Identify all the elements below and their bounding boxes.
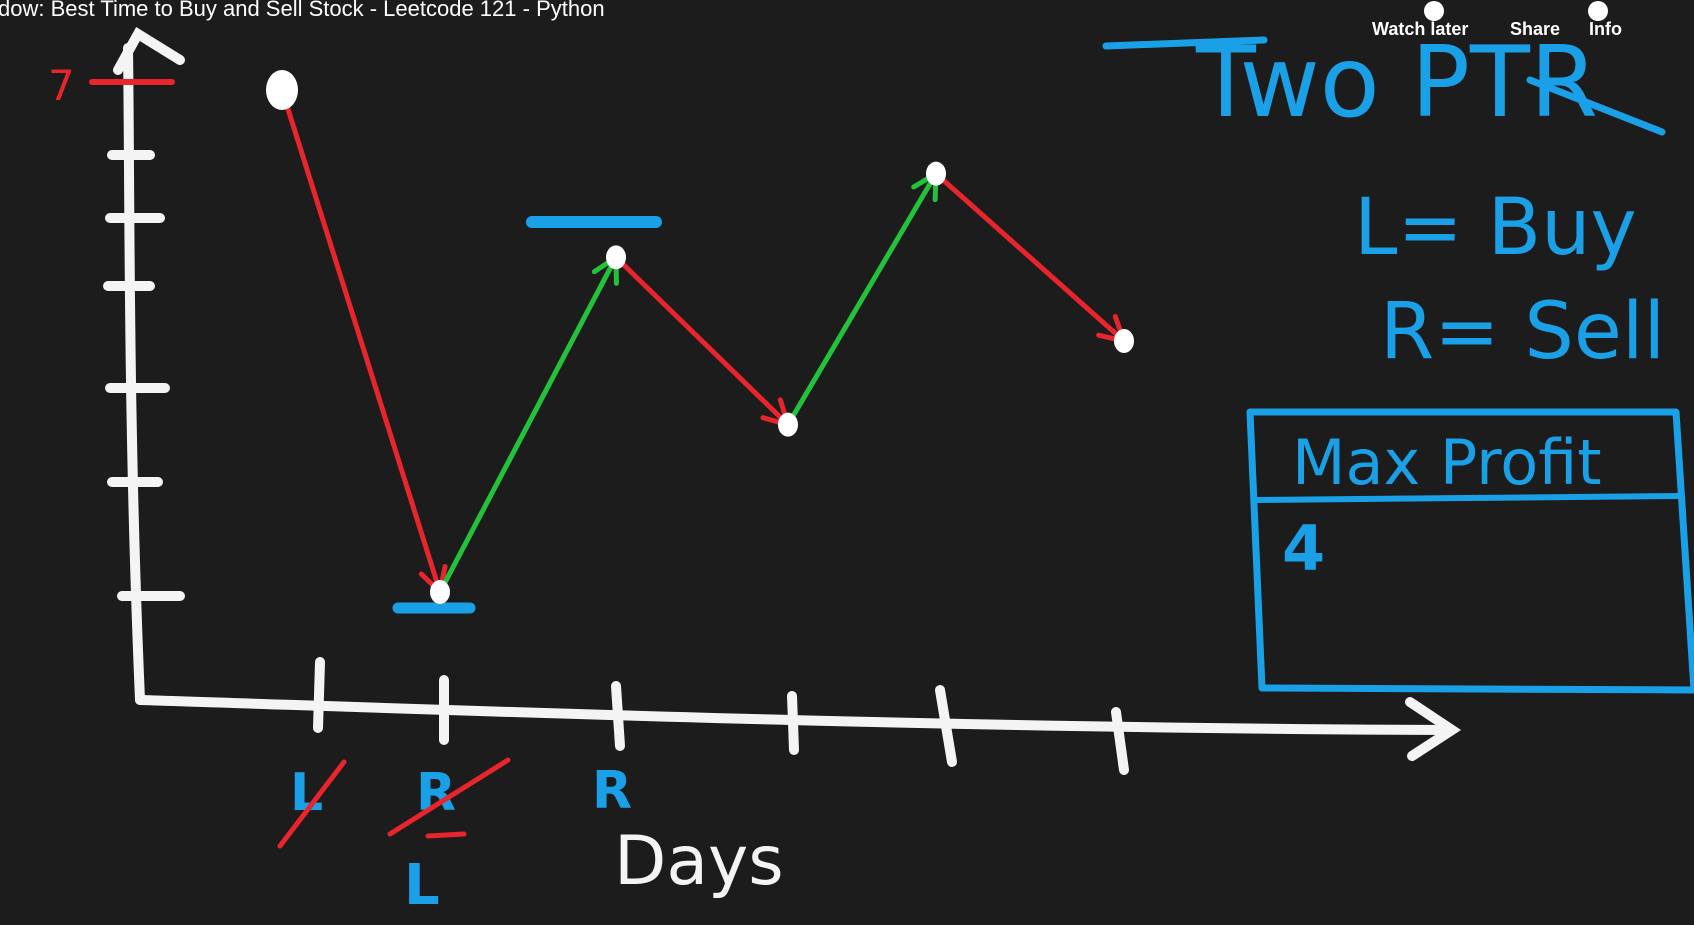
strike-day2-under <box>425 831 467 839</box>
price-segment-up <box>437 254 619 595</box>
y-top-label: 7 <box>48 61 75 110</box>
top-actions: Watch later Share Info <box>1372 1 1694 49</box>
x-axis-arrowhead <box>1405 697 1462 761</box>
pointer-label-day3: R <box>592 761 632 821</box>
price-point-day-3 <box>606 245 626 270</box>
info-icon[interactable] <box>1588 1 1608 21</box>
y-axis-line <box>123 43 145 705</box>
max-profit-box: Max Profit 4 <box>1246 408 1694 694</box>
legend-r-sell: R= Sell <box>1380 287 1665 377</box>
price-point-day-1 <box>266 70 298 110</box>
price-segment-up <box>785 171 939 428</box>
x-ticks <box>313 657 1129 775</box>
max-profit-title: Max Profit <box>1292 426 1602 499</box>
strike-day1 <box>277 759 347 849</box>
x-axis-line <box>135 695 1455 735</box>
price-point-day-5 <box>926 161 946 186</box>
price-series <box>266 70 1134 604</box>
info-button[interactable]: Info <box>1589 19 1622 39</box>
heading-r-tail <box>1526 76 1666 136</box>
share-button[interactable]: Share <box>1510 19 1561 39</box>
heading-overline <box>1102 36 1268 50</box>
watch-later-icon[interactable] <box>1424 1 1444 21</box>
video-title: dow: Best Time to Buy and Sell Stock - L… <box>0 0 605 21</box>
pointer-label-day2-new: L <box>404 853 440 918</box>
y-ticks <box>103 150 185 601</box>
price-segment-down <box>279 87 443 595</box>
price-segment-down <box>933 171 1127 344</box>
price-point-day-6 <box>1114 329 1134 353</box>
x-axis-label: Days <box>614 822 784 901</box>
y-axis-arrowhead <box>113 26 185 75</box>
max-profit-value: 4 <box>1282 512 1325 585</box>
watch-later-button[interactable]: Watch later <box>1372 19 1469 39</box>
strike-day2 <box>387 757 511 837</box>
x-axis <box>135 657 1462 775</box>
price-segment-down <box>613 254 791 428</box>
legend-l-buy: L= Buy <box>1354 183 1637 273</box>
y-axis <box>103 26 185 705</box>
price-point-day-4 <box>778 412 798 437</box>
price-point-day-2 <box>430 580 450 604</box>
